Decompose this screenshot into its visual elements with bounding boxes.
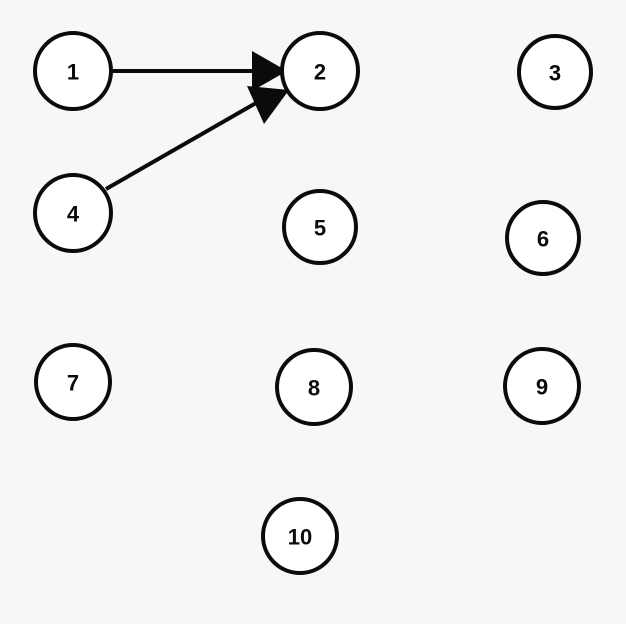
node-5-label: 5 <box>314 216 326 241</box>
node-9-label: 9 <box>536 375 548 400</box>
graph-node-5[interactable]: 5 <box>282 189 358 265</box>
edge-layer <box>105 51 289 191</box>
graph-node-1[interactable]: 1 <box>33 31 113 111</box>
node-3-circle <box>517 34 593 110</box>
node-10-circle <box>261 497 339 575</box>
node-8-circle <box>275 348 353 426</box>
node-9-circle <box>503 347 581 425</box>
node-4-circle <box>33 173 113 253</box>
node-5-circle <box>282 189 358 265</box>
graph-node-7[interactable]: 7 <box>34 343 112 421</box>
edge-1-2[interactable] <box>111 51 287 91</box>
edge-4-2[interactable] <box>105 86 289 191</box>
graph-node-10[interactable]: 10 <box>261 497 339 575</box>
graph-node-9[interactable]: 9 <box>503 347 581 425</box>
node-2-label: 2 <box>314 60 326 85</box>
node-7-label: 7 <box>67 371 79 396</box>
node-2-circle <box>280 31 360 111</box>
node-1-circle <box>33 31 113 111</box>
graph-node-2[interactable]: 2 <box>280 31 360 111</box>
node-7-circle <box>34 343 112 421</box>
node-6-label: 6 <box>537 227 549 252</box>
node-8-label: 8 <box>308 376 320 401</box>
node-4-label: 4 <box>67 202 80 227</box>
graph-node-4[interactable]: 4 <box>33 173 113 253</box>
edge-4-2-line <box>105 101 257 191</box>
graph-node-6[interactable]: 6 <box>505 200 581 276</box>
node-layer: 1 2 3 4 5 6 <box>33 31 593 575</box>
node-6-circle <box>505 200 581 276</box>
graph-node-3[interactable]: 3 <box>517 34 593 110</box>
node-1-label: 1 <box>67 60 79 85</box>
graph-node-8[interactable]: 8 <box>275 348 353 426</box>
edge-4-2-arrowhead <box>247 86 289 124</box>
edge-1-2-arrowhead <box>252 51 287 91</box>
node-3-label: 3 <box>549 61 561 86</box>
node-10-label: 10 <box>288 525 312 550</box>
